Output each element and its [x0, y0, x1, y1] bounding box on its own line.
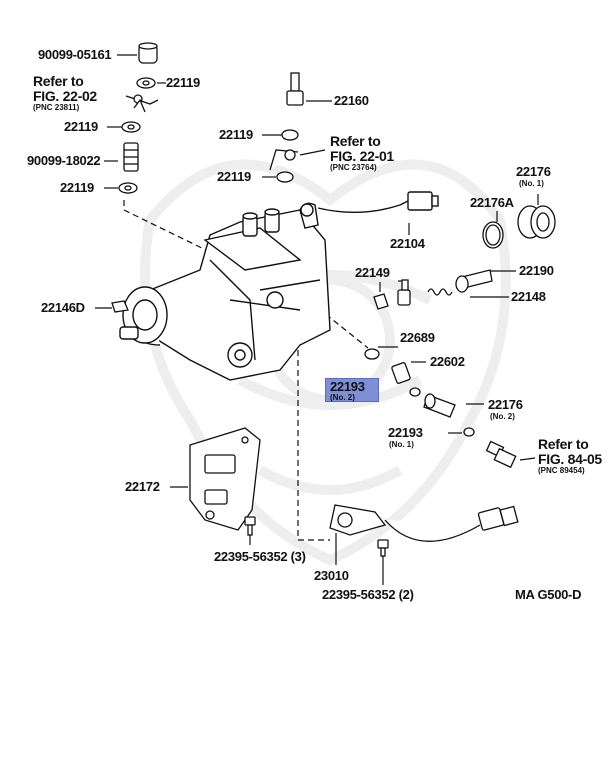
label-22119-c[interactable]: 22119: [60, 180, 94, 195]
label-22190[interactable]: 22190: [519, 263, 554, 278]
oring-22193-no1: [463, 427, 475, 437]
sensor-23010: [329, 504, 519, 542]
part-22176-no2: [423, 393, 456, 418]
part-22190: [455, 269, 493, 293]
refer-to-text-c: Refer to: [538, 436, 589, 452]
label-22119-d[interactable]: 22119: [219, 127, 253, 142]
part-22602: [391, 362, 411, 384]
refer-to-text-b: Refer to: [330, 133, 381, 149]
bracket-22172: [189, 427, 261, 531]
label-22395-56352-3[interactable]: 22395-56352 (3): [214, 549, 306, 564]
washer-22689: [364, 348, 380, 360]
label-22193-no2-sub: (No. 2): [330, 393, 355, 402]
washer-22119-e: [276, 171, 294, 183]
part-22176-no1: [517, 205, 556, 239]
label-22172[interactable]: 22172: [125, 479, 160, 494]
label-23010[interactable]: 23010: [314, 568, 349, 583]
pipe-fitting: [269, 149, 299, 171]
refer-fig-84-05[interactable]: FIG. 84-05: [538, 451, 602, 467]
label-22176-no1[interactable]: 22176: [516, 164, 551, 179]
label-22104[interactable]: 22104: [390, 236, 425, 251]
bolt-22395-56352-a: [244, 516, 256, 536]
sensor-connector: [485, 440, 517, 469]
label-22176-no2[interactable]: 22176: [488, 397, 523, 412]
ring-22176A: [482, 221, 504, 249]
refer-pnc-23764: (PNC 23764): [330, 163, 377, 172]
cap-nut-90099-05161: [138, 42, 158, 64]
label-90099-18022[interactable]: 90099-18022: [27, 153, 101, 168]
refer-pnc-89454: (PNC 89454): [538, 466, 585, 475]
label-22176-no1-sub: (No. 1): [519, 179, 544, 188]
refer-fig-22-02[interactable]: FIG. 22-02: [33, 88, 97, 104]
label-22119-a[interactable]: 22119: [166, 75, 200, 90]
figure-code: MA G500-D: [515, 587, 582, 602]
part-22149: [373, 293, 389, 310]
label-22160[interactable]: 22160: [334, 93, 369, 108]
label-22395-56352-2[interactable]: 22395-56352 (2): [322, 587, 414, 602]
oring-22193-no2: [409, 387, 421, 397]
part-22104: [397, 279, 411, 306]
washer-22119-d: [281, 129, 299, 141]
label-22193-no1[interactable]: 22193: [388, 425, 423, 440]
refer-pnc-23811: (PNC 23811): [33, 103, 80, 112]
bolt-90099-18022: [123, 142, 139, 172]
bolt-22160: [286, 72, 304, 106]
refer-to-text-a: Refer to: [33, 73, 84, 89]
eye-bolt-fitting: [125, 94, 159, 113]
label-22119-e[interactable]: 22119: [217, 169, 251, 184]
spring-22148: [427, 288, 453, 296]
highlight-box: [325, 378, 379, 402]
bolt-22395-56352-b: [377, 539, 389, 557]
label-22149[interactable]: 22149: [355, 265, 390, 280]
label-22689[interactable]: 22689: [400, 330, 435, 345]
label-22193-no1-sub: (No. 1): [389, 440, 414, 449]
part-22146D: [111, 300, 129, 313]
label-90099-05161[interactable]: 90099-05161: [38, 47, 112, 62]
injection-pump-body: [119, 191, 439, 381]
refer-fig-22-01[interactable]: FIG. 22-01: [330, 148, 394, 164]
label-22146D[interactable]: 22146D: [41, 300, 85, 315]
label-22602[interactable]: 22602: [430, 354, 465, 369]
label-22176-no2-sub: (No. 2): [490, 412, 515, 421]
label-22193-no2[interactable]: 22193: [330, 379, 365, 394]
label-22119-b[interactable]: 22119: [64, 119, 98, 134]
label-22148[interactable]: 22148: [511, 289, 546, 304]
label-22176A[interactable]: 22176A: [470, 195, 514, 210]
